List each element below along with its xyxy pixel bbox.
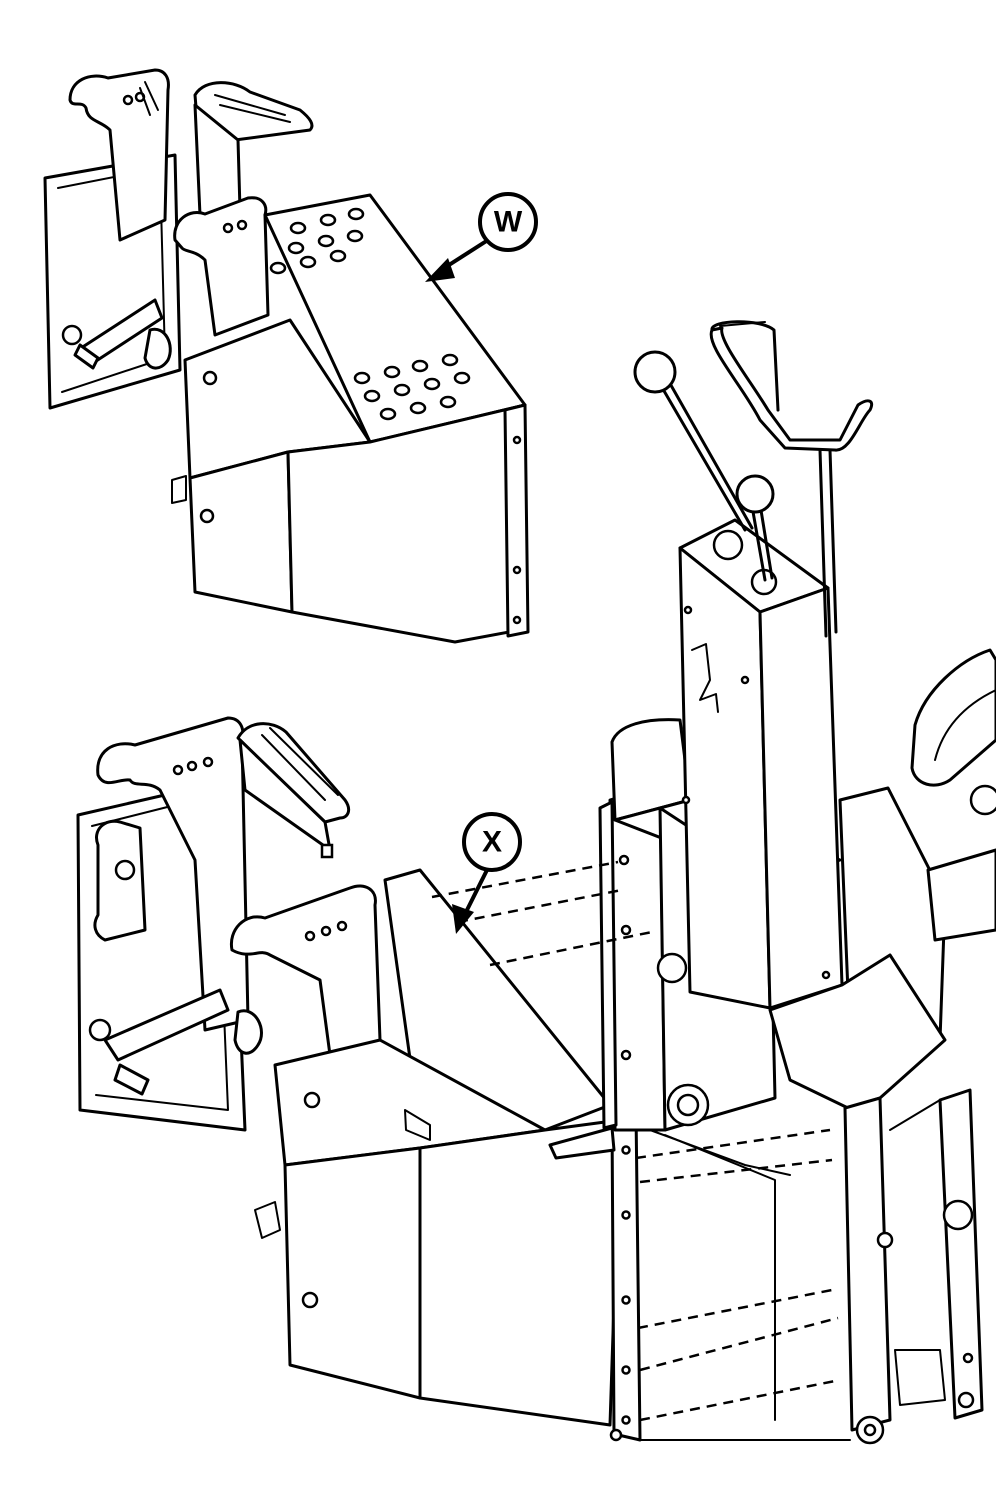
alignment-dashed-lines xyxy=(431,860,841,1422)
callout-w-label: W xyxy=(494,206,523,239)
callout-x: X xyxy=(452,812,522,934)
callout-x-label: X xyxy=(482,826,502,859)
lower-drawbar-bracket-assembly xyxy=(76,716,642,1442)
callout-w: W xyxy=(425,192,538,282)
perforation-holes-upper xyxy=(269,207,471,421)
upper-drawbar-bracket-assembly xyxy=(43,68,530,644)
tractor-frame xyxy=(598,320,996,1445)
